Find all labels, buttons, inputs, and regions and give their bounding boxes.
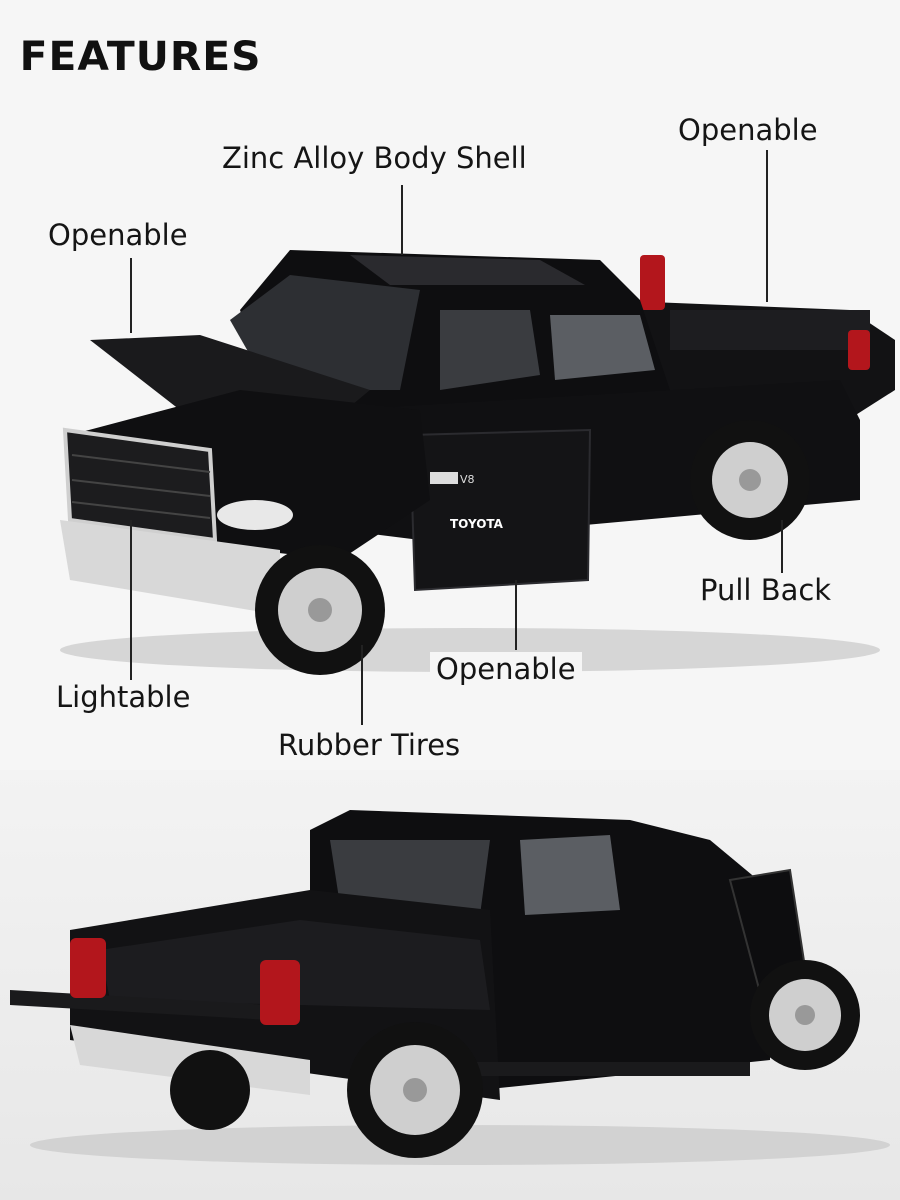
callout-line-lightable — [130, 520, 132, 680]
badge-text: V8 — [460, 473, 475, 486]
callout-openable-door: Openable — [430, 652, 582, 686]
callout-rubber-tires: Rubber Tires — [272, 728, 467, 762]
callout-pull-back: Pull Back — [694, 573, 838, 607]
callout-line-hood — [130, 258, 132, 333]
page-title: FEATURES — [19, 34, 262, 80]
callout-line-tires — [361, 645, 363, 725]
truck-rear-view-image — [10, 810, 890, 1165]
truck-front-view-image: V8 TOYOTA — [60, 250, 895, 675]
callout-line-pullback — [781, 520, 783, 575]
callout-line-door — [515, 580, 517, 650]
callout-line-tailgate — [766, 150, 768, 302]
callout-openable-hood: Openable — [42, 218, 194, 252]
callout-openable-tailgate: Openable — [672, 113, 824, 147]
callout-lightable: Lightable — [50, 680, 197, 714]
callout-line-zinc — [401, 185, 403, 255]
door-brand-text: TOYOTA — [450, 517, 504, 531]
callout-zinc-alloy-body-shell: Zinc Alloy Body Shell — [216, 141, 533, 175]
